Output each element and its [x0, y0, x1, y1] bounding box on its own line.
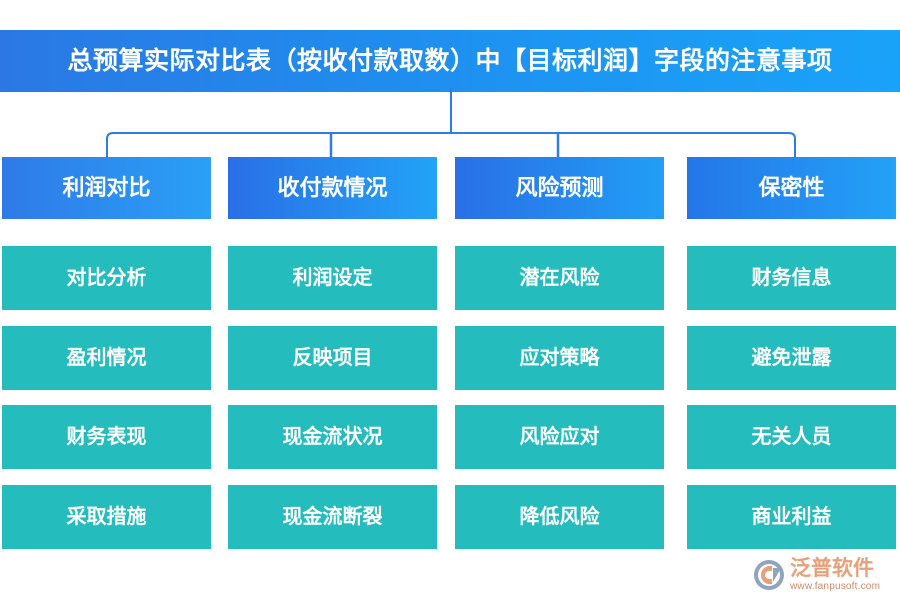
item-label: 风险应对	[519, 426, 600, 448]
item-box[interactable]: 现金流状况	[228, 405, 437, 469]
category-header-label: 保密性	[758, 175, 825, 200]
connector-lines	[106, 88, 796, 157]
item-label: 降低风险	[519, 506, 600, 528]
item-box[interactable]: 现金流断裂	[228, 485, 437, 549]
item-box[interactable]: 风险应对	[455, 405, 664, 469]
item-label: 财务信息	[751, 267, 832, 289]
category-header-payment-status[interactable]: 收付款情况	[228, 157, 437, 219]
item-box[interactable]: 潜在风险	[455, 246, 664, 310]
category-header-risk-forecast[interactable]: 风险预测	[455, 157, 664, 219]
item-label: 应对策略	[519, 347, 600, 369]
item-box[interactable]: 反映项目	[228, 326, 437, 390]
item-label: 盈利情况	[66, 347, 147, 369]
item-box[interactable]: 盈利情况	[2, 326, 211, 390]
item-label: 无关人员	[751, 426, 832, 448]
item-box[interactable]: 避免泄露	[687, 326, 896, 390]
item-box[interactable]: 利润设定	[228, 246, 437, 310]
diagram-title-bar: 总预算实际对比表（按收付款取数）中【目标利润】字段的注意事项	[0, 30, 900, 92]
category-header-confidentiality[interactable]: 保密性	[687, 157, 896, 219]
item-label: 潜在风险	[519, 267, 600, 289]
page-title: 总预算实际对比表（按收付款取数）中【目标利润】字段的注意事项	[67, 46, 833, 75]
item-box[interactable]: 应对策略	[455, 326, 664, 390]
item-label: 对比分析	[66, 267, 147, 289]
brand-name: 泛普软件	[790, 557, 874, 580]
item-label: 现金流状况	[282, 426, 383, 448]
item-box[interactable]: 财务表现	[2, 405, 211, 469]
item-label: 现金流断裂	[282, 506, 383, 528]
item-box[interactable]: 无关人员	[687, 405, 896, 469]
connector-bus	[106, 132, 796, 157]
brand-swoosh-icon	[754, 560, 784, 590]
category-header-row: 利润对比 收付款情况 风险预测 保密性	[0, 157, 900, 219]
item-label: 商业利益	[751, 506, 832, 528]
category-header-label: 收付款情况	[277, 175, 388, 200]
brand-logo-textblock: 泛普软件 www.fanpusoft.com	[790, 558, 880, 592]
item-label: 采取措施	[66, 506, 147, 528]
item-box[interactable]: 降低风险	[455, 485, 664, 549]
item-box[interactable]: 财务信息	[687, 246, 896, 310]
item-box[interactable]: 对比分析	[2, 246, 211, 310]
category-header-label: 风险预测	[515, 175, 604, 200]
category-header-label: 利润对比	[62, 175, 151, 200]
item-label: 财务表现	[66, 426, 147, 448]
category-header-profit-comparison[interactable]: 利润对比	[2, 157, 211, 219]
brand-logo[interactable]: 泛普软件 www.fanpusoft.com	[752, 554, 896, 596]
item-box[interactable]: 采取措施	[2, 485, 211, 549]
brand-url: www.fanpusoft.com	[790, 581, 881, 592]
item-label: 利润设定	[292, 267, 373, 289]
item-label: 反映项目	[292, 347, 373, 369]
item-label: 避免泄露	[751, 347, 832, 369]
item-box[interactable]: 商业利益	[687, 485, 896, 549]
